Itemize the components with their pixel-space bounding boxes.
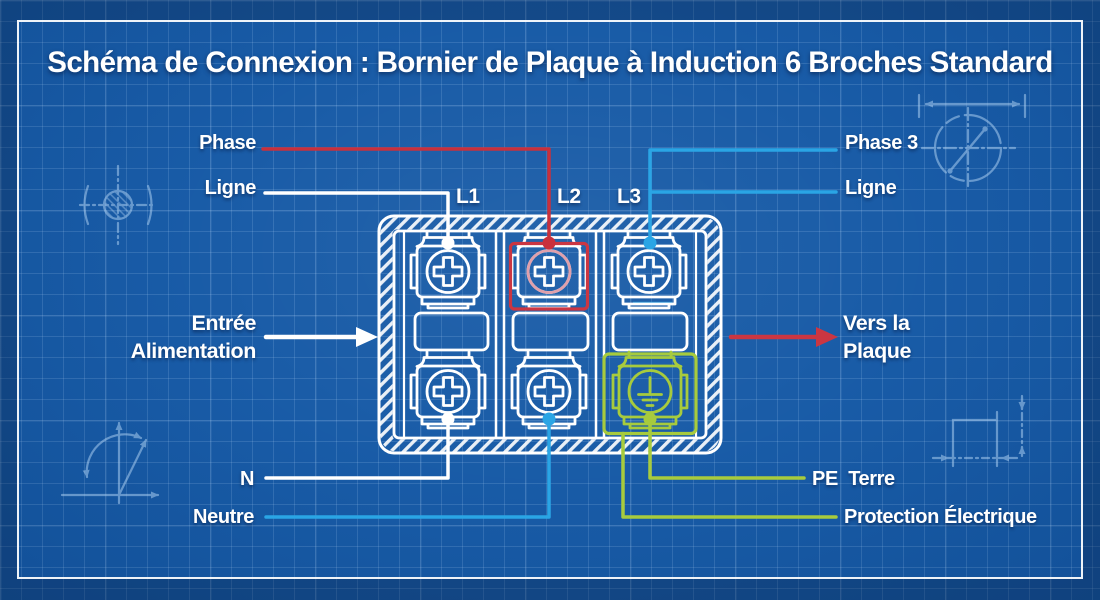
input-arrow-head — [356, 327, 378, 347]
label-output-plate: Vers la Plaque — [843, 309, 912, 365]
label-terminal-l1: L1 — [456, 185, 480, 208]
label-n: N — [239, 468, 254, 490]
deco-shaft-view — [78, 164, 158, 246]
label-input-supply: Entrée Alimentation — [130, 309, 257, 365]
label-input-line1: Entrée — [191, 311, 256, 335]
block-separators — [494, 232, 606, 437]
output-arrow-head — [816, 327, 838, 347]
blueprint-frame — [17, 20, 1083, 579]
wire-neutre-blue — [264, 417, 551, 519]
wire-pe-green — [648, 417, 806, 480]
dot-pe — [643, 412, 657, 426]
label-terminal-l2: L2 — [557, 185, 581, 208]
wires — [261, 147, 838, 519]
label-output-line2: Plaque — [843, 339, 912, 363]
label-ligne-right: Ligne — [845, 177, 897, 199]
label-protection: Protection Électrique — [844, 506, 1037, 528]
label-output-line1: Vers la — [843, 311, 910, 335]
dot-neutre — [542, 412, 556, 426]
deco-ornaments — [60, 93, 1027, 505]
deco-angle-plot — [60, 421, 160, 505]
wire-protection-green — [621, 431, 838, 519]
dot-l3 — [643, 236, 657, 250]
label-neutre: Neutre — [193, 506, 254, 528]
highlight-ring-l2 — [526, 249, 572, 294]
label-pe-terre: PE Terre — [812, 468, 895, 490]
page-title: Schéma de Connexion : Bornier de Plaque … — [47, 46, 1053, 79]
label-input-line2: Alimentation — [130, 339, 257, 363]
window-col2 — [511, 311, 590, 352]
dot-n — [441, 412, 455, 426]
block-inner-wall — [392, 229, 708, 440]
dot-l2 — [542, 236, 556, 250]
window-col3 — [611, 311, 689, 352]
deco-circle-dimension — [917, 93, 1027, 192]
label-phase3-right: Phase 3 — [845, 132, 918, 154]
wire-phase-red — [261, 147, 551, 246]
label-terminal-l3: L3 — [617, 185, 641, 208]
wire-n-white — [264, 417, 450, 480]
window-col1 — [413, 311, 490, 352]
flow-arrows — [263, 327, 838, 347]
dot-l1 — [441, 236, 455, 250]
wire-phase3-blue — [648, 148, 838, 246]
label-ligne-left: Ligne — [204, 177, 257, 199]
label-phase-left: Phase — [199, 132, 256, 154]
wire-ligne-white — [263, 191, 450, 246]
deco-profile-dimension — [931, 394, 1026, 468]
